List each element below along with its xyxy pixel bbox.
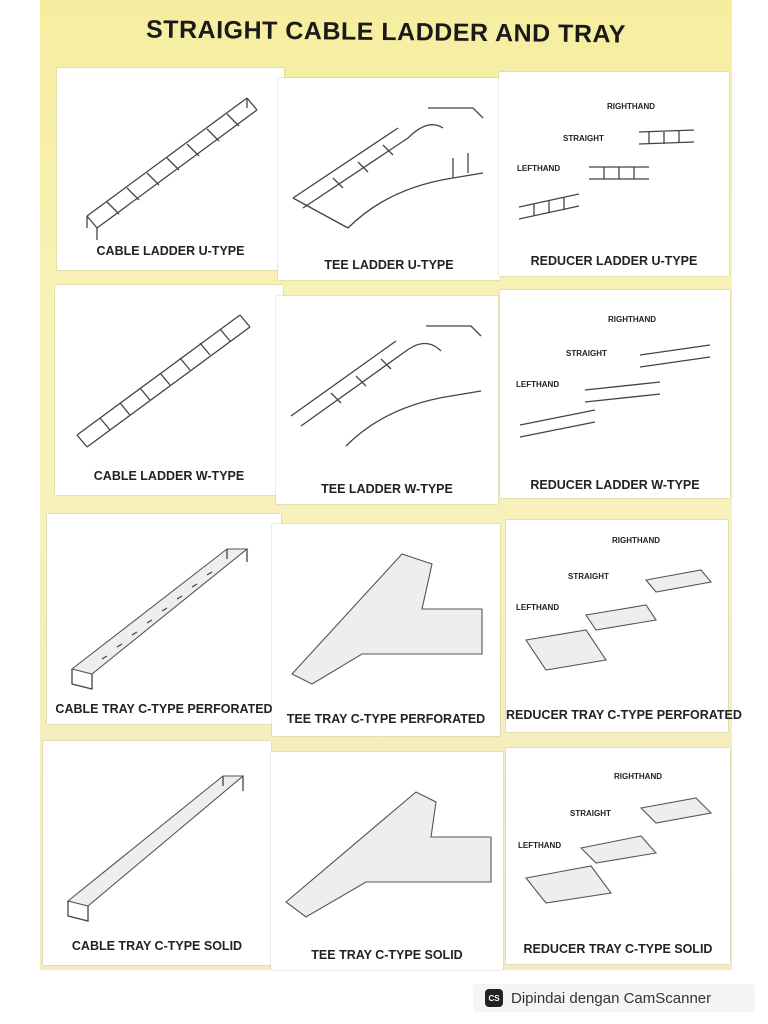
label-tee-ladder-w: TEE LADDER W-TYPE	[321, 482, 453, 496]
lefthand-label: LEFTHAND	[518, 841, 562, 850]
card-cable-tray-perforated: CABLE TRAY C-TYPE PERFORATED	[47, 514, 281, 724]
card-tee-ladder-w: TEE LADDER W-TYPE	[276, 296, 498, 504]
lefthand-label: LEFTHAND	[517, 164, 561, 173]
label-reducer-tray-perforated: REDUCER TRAY C-TYPE PERFORATED	[506, 708, 742, 722]
righthand-label: RIGHTHAND	[614, 772, 662, 781]
label-cable-ladder-u: CABLE LADDER U-TYPE	[96, 244, 245, 258]
label-reducer-tray-solid: REDUCER TRAY C-TYPE SOLID	[523, 942, 713, 956]
camscanner-text: Dipindai dengan CamScanner	[511, 989, 712, 1007]
cable-ladder-w-illustration	[76, 314, 251, 448]
label-reducer-ladder-u: REDUCER LADDER U-TYPE	[530, 254, 698, 268]
camscanner-icon: CS	[485, 989, 503, 1007]
cable-ladder-u-illustration	[86, 97, 258, 240]
tee-ladder-u-illustration	[292, 107, 484, 229]
righthand-label: RIGHTHAND	[607, 102, 655, 111]
camscanner-watermark: CS Dipindai dengan CamScanner	[473, 984, 755, 1012]
righthand-label: RIGHTHAND	[608, 315, 656, 324]
reducer-ladder-u-illustration	[518, 129, 695, 220]
straight-label: STRAIGHT	[563, 134, 604, 143]
label-cable-tray-solid: CABLE TRAY C-TYPE SOLID	[71, 939, 243, 953]
card-cable-ladder-u: CABLE LADDER U-TYPE	[57, 68, 284, 270]
tee-ladder-w-illustration	[290, 325, 482, 447]
cable-tray-solid-illustration	[66, 775, 245, 922]
tee-tray-perforated-illustration	[291, 553, 483, 685]
card-cable-ladder-w: CABLE LADDER W-TYPE	[55, 285, 283, 495]
label-tee-ladder-u: TEE LADDER U-TYPE	[324, 258, 454, 272]
card-tee-tray-perforated: TEE TRAY C-TYPE PERFORATED	[272, 524, 500, 736]
lefthand-label: LEFTHAND	[516, 603, 560, 612]
righthand-label: RIGHTHAND	[612, 536, 660, 545]
label-tee-tray-perforated: TEE TRAY C-TYPE PERFORATED	[286, 712, 486, 726]
tee-tray-solid-illustration	[285, 791, 492, 918]
label-tee-tray-solid: TEE TRAY C-TYPE SOLID	[311, 948, 463, 962]
straight-label: STRAIGHT	[568, 572, 609, 581]
straight-label: STRAIGHT	[566, 349, 607, 358]
lefthand-label: LEFTHAND	[516, 380, 560, 389]
cable-tray-perforated-illustration	[70, 548, 249, 690]
reducer-tray-solid-illustration	[524, 797, 713, 904]
card-reducer-tray-solid: RIGHTHAND STRAIGHT LEFTHAND REDUCER TRAY…	[506, 748, 730, 964]
card-reducer-ladder-u: RIGHTHAND STRAIGHT LEFTHAND REDUCER LADD…	[499, 72, 729, 276]
straight-label: STRAIGHT	[570, 809, 611, 818]
label-cable-ladder-w: CABLE LADDER W-TYPE	[93, 469, 245, 483]
label-cable-tray-perforated: CABLE TRAY C-TYPE PERFORATED	[55, 702, 273, 716]
card-cable-tray-solid: CABLE TRAY C-TYPE SOLID	[43, 741, 271, 965]
reducer-ladder-w-illustration	[519, 344, 711, 438]
card-tee-tray-solid: TEE TRAY C-TYPE SOLID	[271, 752, 503, 970]
reducer-tray-perforated-illustration	[525, 569, 713, 671]
card-reducer-ladder-w: RIGHTHAND STRAIGHT LEFTHAND REDUCER LADD…	[500, 290, 730, 498]
card-reducer-tray-perforated: RIGHTHAND STRAIGHT LEFTHAND REDUCER TRAY…	[506, 520, 742, 732]
label-reducer-ladder-w: REDUCER LADDER W-TYPE	[530, 478, 700, 492]
card-tee-ladder-u: TEE LADDER U-TYPE	[278, 78, 500, 280]
